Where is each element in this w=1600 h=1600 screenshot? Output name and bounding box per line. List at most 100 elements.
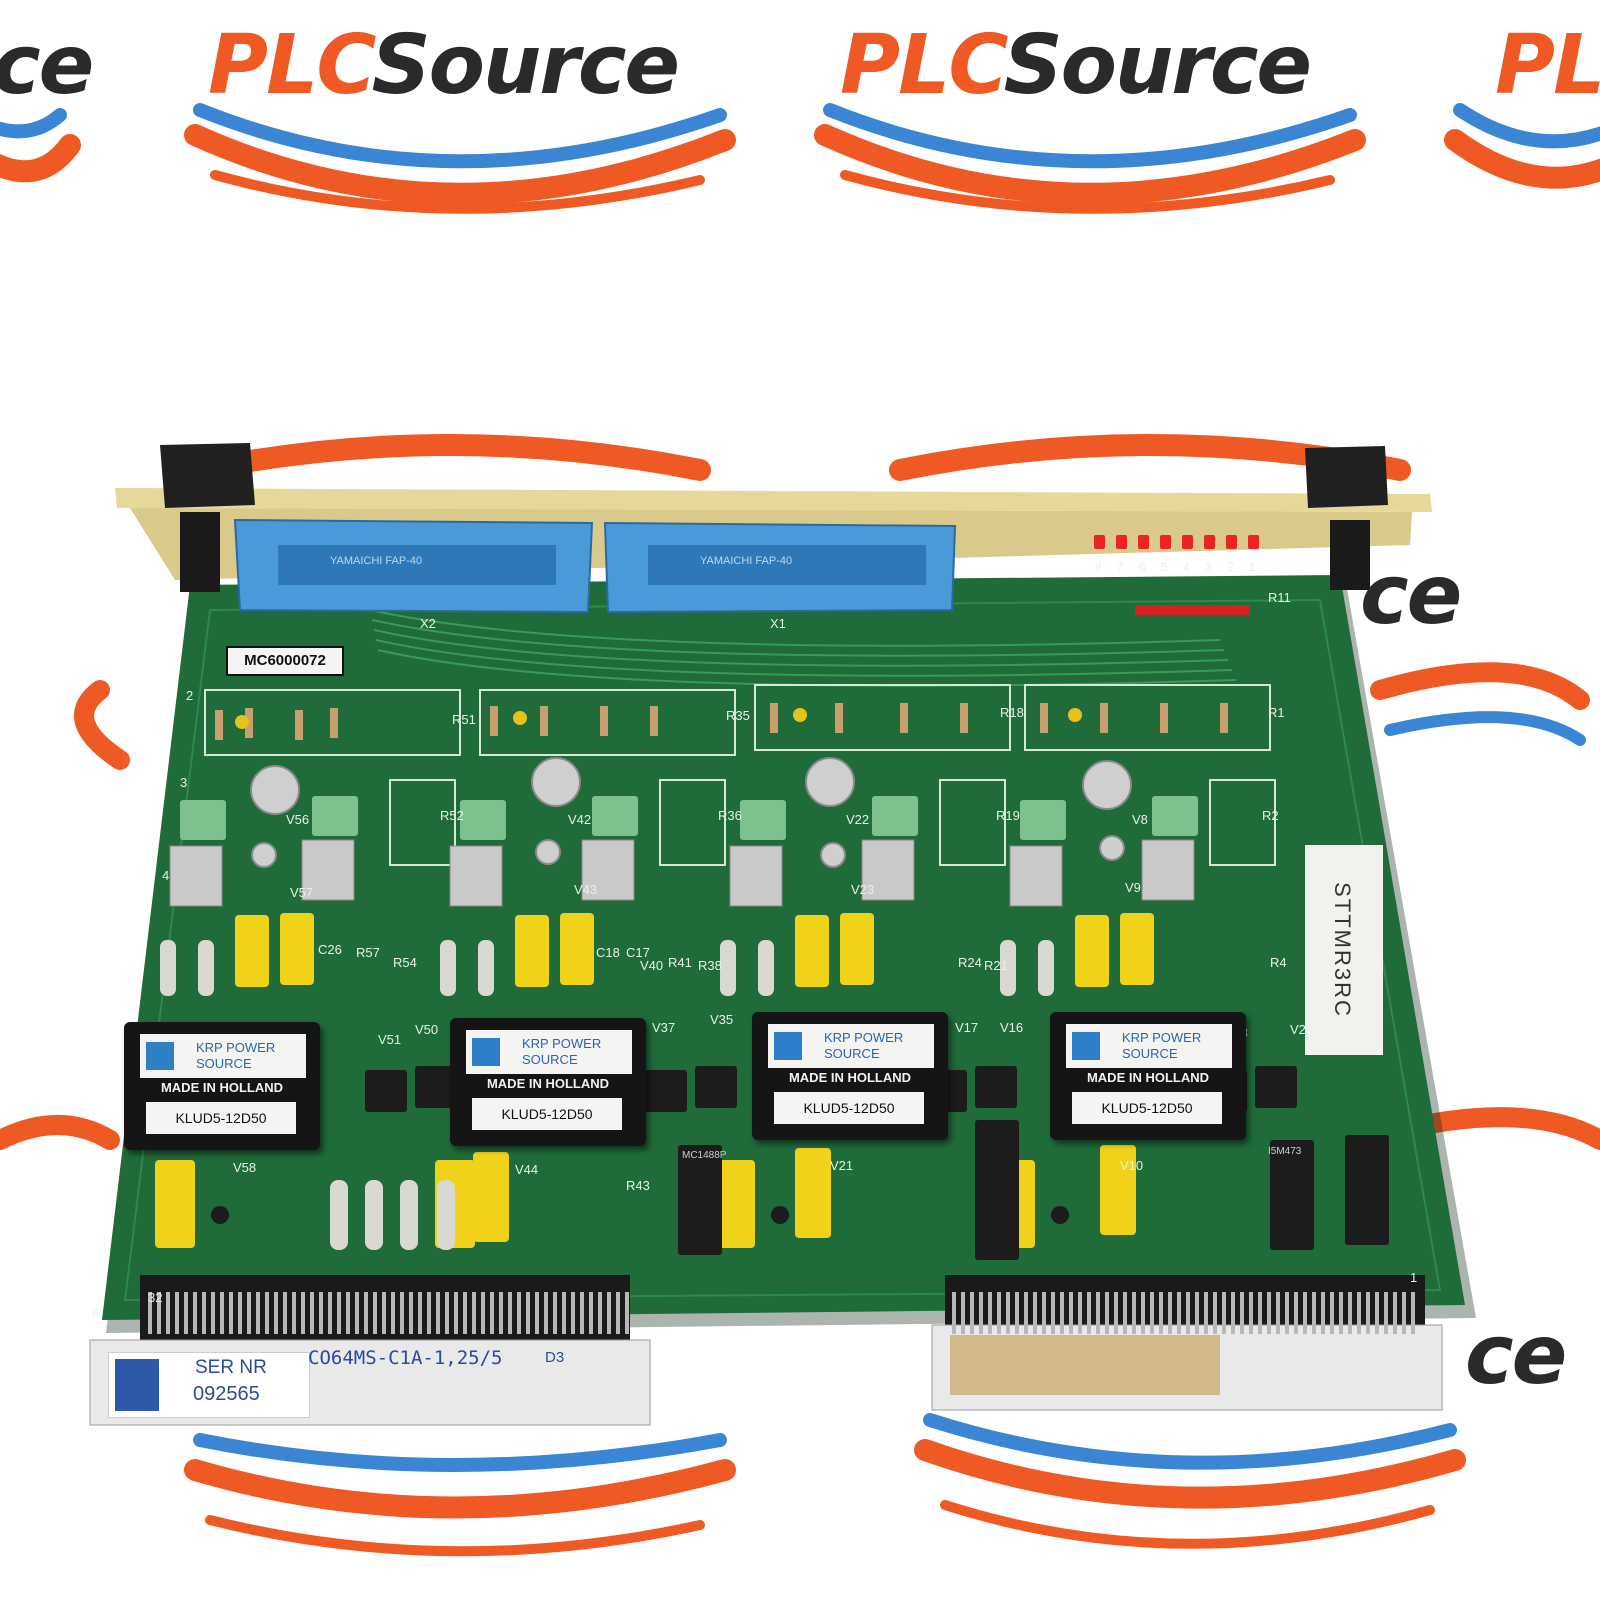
- edge-pin: [1150, 1292, 1154, 1334]
- edge-pin: [1411, 1292, 1415, 1334]
- silkscreen-label: V21: [830, 1158, 854, 1173]
- silkscreen-label: R2: [1262, 808, 1279, 823]
- edge-pin: [1357, 1292, 1361, 1334]
- silkscreen-label: V2: [1290, 1022, 1306, 1037]
- edge-pin: [274, 1292, 278, 1334]
- edge-pin: [1006, 1292, 1010, 1334]
- edge-pin: [1222, 1292, 1226, 1334]
- silkscreen-label: R41: [668, 955, 692, 970]
- edge-pin: [247, 1292, 251, 1334]
- edge-pin: [481, 1292, 485, 1334]
- silkscreen-label: R11: [1268, 590, 1291, 605]
- heatsink-tab: [301, 839, 355, 901]
- axial-capacitor: [478, 940, 494, 996]
- edge-pin: [409, 1292, 413, 1334]
- edge-pin: [1042, 1292, 1046, 1334]
- edge-pin: [979, 1292, 983, 1334]
- edge-pin: [1339, 1292, 1343, 1334]
- led-number: 7: [1117, 560, 1124, 574]
- edge-pin: [571, 1292, 575, 1334]
- serial-sticker: SER NR 092565: [108, 1352, 310, 1418]
- optocoupler-chip: [645, 1070, 687, 1112]
- green-capacitor: [592, 796, 638, 836]
- silkscreen-label: V10: [1120, 1158, 1144, 1173]
- green-capacitor: [180, 800, 226, 840]
- connector-brand-right: YAMAICHI FAP-40: [700, 555, 793, 567]
- led-number: 3: [1205, 560, 1212, 574]
- silkscreen-label: 4: [162, 868, 170, 883]
- silkscreen-label: 2: [186, 688, 194, 703]
- module-model: KLUD5-12D50: [146, 1102, 296, 1134]
- edge-pin: [961, 1292, 965, 1334]
- heatsink-tab: [861, 839, 915, 901]
- yellow-capacitor: [560, 913, 594, 985]
- edge-pin: [1024, 1292, 1028, 1334]
- watermark-source: Source: [1003, 18, 1312, 113]
- ic-chip: [975, 1120, 1019, 1260]
- silkscreen-label: C18: [596, 945, 620, 960]
- silkscreen-label: V57: [290, 885, 314, 900]
- silkscreen-label: 8: [92, 1305, 100, 1320]
- edge-pin: [1114, 1292, 1118, 1334]
- silkscreen-label: R35: [726, 708, 750, 723]
- connector-brand-left: YAMAICHI FAP-40: [330, 555, 423, 567]
- silkscreen-label: V9: [1125, 880, 1141, 895]
- edge-pin: [463, 1292, 467, 1334]
- edge-pin: [1123, 1292, 1127, 1334]
- axial-capacitor: [720, 940, 736, 996]
- yellow-capacitor: [840, 913, 874, 985]
- connector-x2-body: [233, 518, 594, 614]
- edge-pin: [292, 1292, 296, 1334]
- edge-pin: [1366, 1292, 1370, 1334]
- edge-pin: [1177, 1292, 1181, 1334]
- edge-pin: [1249, 1292, 1253, 1334]
- edge-pin: [1294, 1292, 1298, 1334]
- silkscreen-label: C17: [626, 945, 650, 960]
- silkscreen-label: R51: [452, 712, 476, 727]
- edge-pin: [382, 1292, 386, 1334]
- edge-pin: [517, 1292, 521, 1334]
- krp-logo-icon: [472, 1038, 500, 1066]
- silkscreen-label: R18: [1000, 705, 1024, 720]
- silkscreen-label: R38: [698, 958, 722, 973]
- watermark-plc: PLC: [208, 18, 374, 113]
- module-brand-line2: SOURCE: [824, 1046, 880, 1061]
- edge-pin: [238, 1292, 242, 1334]
- edge-pin: [166, 1292, 170, 1334]
- ic-chip: [1345, 1135, 1389, 1245]
- axial-capacitor: [198, 940, 214, 996]
- module-brand-line1: KRP POWER: [1122, 1030, 1202, 1045]
- edge-pin: [202, 1292, 206, 1334]
- silkscreen-label: V16: [1000, 1020, 1024, 1035]
- axial-capacitor: [1038, 940, 1054, 996]
- edge-pin: [364, 1292, 368, 1334]
- resistor-rows: [204, 684, 1276, 866]
- edge-pins: [148, 1292, 1415, 1334]
- edge-pin: [598, 1292, 602, 1334]
- silkscreen-label: R57: [356, 945, 380, 960]
- edge-pin: [1060, 1292, 1064, 1334]
- edge-pin: [1330, 1292, 1334, 1334]
- yellow-capacitor: [473, 1152, 509, 1242]
- status-led: [1226, 535, 1237, 549]
- axial-capacitor: [1000, 940, 1016, 996]
- module-origin: MADE IN HOLLAND: [160, 1080, 284, 1095]
- edge-pin: [535, 1292, 539, 1334]
- edge-pin: [952, 1292, 956, 1334]
- silkscreen-label: R24: [958, 955, 982, 970]
- edge-pin: [1267, 1292, 1271, 1334]
- edge-pin: [1069, 1292, 1073, 1334]
- edge-pin: [472, 1292, 476, 1334]
- edge-pin: [301, 1292, 305, 1334]
- yellow-capacitor: [715, 1160, 755, 1248]
- edge-pin: [1078, 1292, 1082, 1334]
- optocoupler-chip: [1255, 1066, 1297, 1108]
- ic-chip: [1270, 1140, 1314, 1250]
- optocoupler-chip: [365, 1070, 407, 1112]
- watermark-edge-right: PL: [1495, 18, 1600, 113]
- module-brand-line1: KRP POWER: [196, 1040, 276, 1055]
- krp-logo-icon: [1072, 1032, 1100, 1060]
